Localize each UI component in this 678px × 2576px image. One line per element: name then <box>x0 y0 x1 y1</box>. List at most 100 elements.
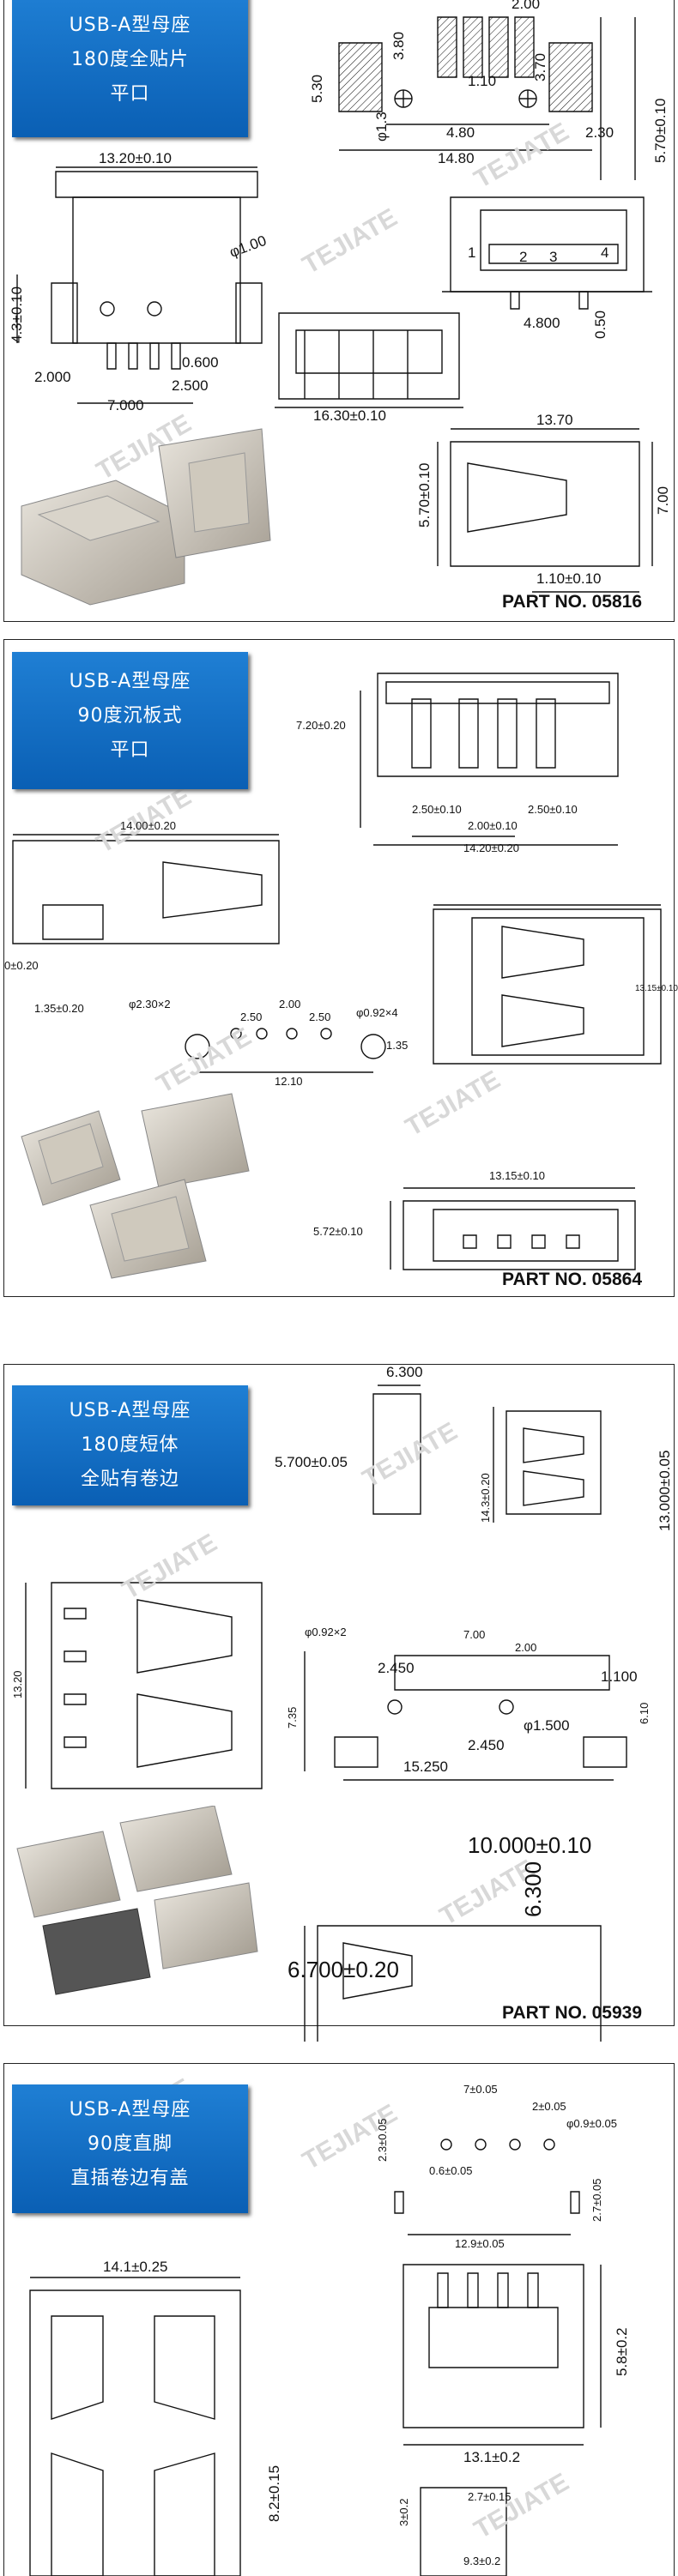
product-photo <box>9 1806 266 2003</box>
dim-label: 13.20±0.10 <box>99 150 172 166</box>
dim-label: 14.80 <box>438 150 475 166</box>
dim-label: 2.50±0.10 <box>412 803 462 816</box>
dim-label: 5.72±0.10 <box>313 1225 363 1238</box>
title-line-1: USB-A型母座 <box>69 671 191 692</box>
dim-label: 13.70 <box>536 412 573 428</box>
dim-label: 0.6±0.05 <box>429 2164 473 2177</box>
dim-label: 12.10 <box>275 1075 303 1088</box>
dim-label: 7.20±0.20 <box>296 719 346 732</box>
dim-label: 2.500 <box>172 377 209 394</box>
dims-05939: 6.300 5.700±0.05 14.3±0.20 13.000±0.05 1… <box>11 1364 673 1982</box>
dim-label: 2.00±0.10 <box>468 819 518 832</box>
dim-label: φ1.00 <box>227 232 269 261</box>
dim-label: 6.300 <box>386 1364 423 1380</box>
dim-label: 3.80 <box>390 32 407 60</box>
dim-label: 4.3±0.10 <box>9 287 25 343</box>
dim-label: 5.700±0.05 <box>275 1454 348 1470</box>
title-line-2: 90度直脚 <box>88 2133 173 2155</box>
dim-label: 7.00 <box>655 486 671 515</box>
dim-label: 1.10 <box>468 73 496 89</box>
dim-label: 7.35 <box>286 1707 299 1728</box>
dim-label: φ1.500 <box>524 1717 570 1734</box>
product-title-box: USB-A型母座 180度全贴片 平口 <box>12 0 248 137</box>
dim-label: 3.70 <box>532 53 548 81</box>
dim-label: 13.15±0.10 <box>635 984 678 993</box>
dims-05864: 7.20±0.20 2.50±0.10 2.50±0.10 2.00±0.10 … <box>4 719 678 1238</box>
dim-label: 0.50 <box>592 311 608 339</box>
dim-label: 2.50±0.10 <box>528 803 578 816</box>
product-photo <box>13 412 288 609</box>
dim-label: 7.00 <box>463 1628 485 1641</box>
panel-frame <box>3 0 675 622</box>
pin-number: 4 <box>601 244 608 261</box>
title-line-1: USB-A型母座 <box>69 2099 191 2121</box>
product-title-box: USB-A型母座 90度直脚 直插卷边有盖 <box>12 2084 248 2213</box>
panel-05864: TEJIATE TEJIATE TEJIATE 7.20±0.20 2.50±0… <box>0 630 678 1308</box>
part-number: PART NO. 05816 <box>502 592 643 612</box>
panel-frame <box>3 639 675 1297</box>
product-title-box: USB-A型母座 90度沉板式 平口 <box>12 652 248 789</box>
dim-label: 7±0.05 <box>463 2083 498 2096</box>
dim-label: φ1.3 <box>373 112 390 142</box>
dim-label: 5.70±0.10 <box>652 98 669 163</box>
dim-label: 2.000 <box>34 369 71 385</box>
dim-label: 6.700±0.20 <box>288 1957 399 1982</box>
dim-label: 14.3±0.20 <box>479 1473 492 1523</box>
dim-label: 4.80 <box>446 124 475 141</box>
dim-label: 14.1±0.25 <box>103 2259 168 2275</box>
title-line-3: 直插卷边有盖 <box>70 2168 190 2189</box>
dims-straight-pin: 7±0.05 2±0.05 2.3±0.05 φ0.9±0.05 0.6±0.0… <box>103 2083 630 2567</box>
drawing-05864: TEJIATE TEJIATE TEJIATE <box>0 630 678 1308</box>
title-line-1: USB-A型母座 <box>69 1400 191 1421</box>
dim-label: 2.7±0.15 <box>468 2490 512 2503</box>
dim-label: 1.10±0.10 <box>536 570 602 587</box>
dims-05816: 2.00 3.80 1.10 3.70 5.30 φ1.3 4.80 14.80… <box>9 0 671 587</box>
panel-05939: TEJIATE TEJIATE TEJIATE 6.300 5.700±0.05… <box>0 1325 678 2042</box>
dim-label: 2.3±0.05 <box>376 2118 389 2162</box>
dim-label: 0.600 <box>182 354 219 371</box>
dim-label: 4.800 <box>524 315 560 331</box>
dim-label: 1.35±0.20 <box>34 1002 84 1015</box>
dim-label: 2.30 <box>585 124 614 141</box>
title-line-2: 180度全贴片 <box>71 49 189 70</box>
panel-frame <box>3 1364 675 2026</box>
dim-label: 16.30±0.10 <box>313 407 386 424</box>
dim-label: 2±0.05 <box>532 2100 566 2113</box>
dim-label: 5.70±0.10 <box>416 462 433 528</box>
title-line-2: 180度短体 <box>81 1434 179 1456</box>
title-line-2: 90度沉板式 <box>77 705 183 727</box>
dim-label: 2.00 <box>512 0 540 12</box>
dim-label: 0±0.20 <box>4 959 39 972</box>
dim-label: 2.50 <box>240 1010 262 1023</box>
part-number: PART NO. 05939 <box>502 2003 643 2023</box>
dim-label: 5.8±0.2 <box>614 2327 630 2376</box>
panel-frame <box>3 2063 675 2576</box>
dim-label: 2.450 <box>378 1660 415 1676</box>
product-photo <box>13 1077 270 1282</box>
dim-label: 5.30 <box>309 75 325 103</box>
drawing-05939: TEJIATE TEJIATE TEJIATE <box>0 1325 678 2042</box>
dim-label: 12.9±0.05 <box>455 2237 505 2250</box>
dim-label: 13.15±0.10 <box>489 1169 545 1182</box>
dim-label: 8.2±0.15 <box>266 2465 282 2522</box>
pin-number: 2 <box>519 249 527 265</box>
panel-straight-pin: TEJIATE TEJIATE TEJIATE 7±0.05 2±0.05 2.… <box>0 2059 678 2576</box>
title-line-1: USB-A型母座 <box>69 15 191 36</box>
dim-label: 2.00 <box>515 1641 536 1654</box>
title-line-3: 平口 <box>110 739 150 761</box>
title-line-3: 平口 <box>110 83 150 105</box>
dim-label: φ0.9±0.05 <box>566 2117 617 2130</box>
dim-label: 13.000±0.05 <box>657 1451 673 1531</box>
part-number: PART NO. 05864 <box>502 1270 643 1289</box>
panel-05816: TEJIATE TEJIATE TEJIATE 2.00 3.80 1.10 3… <box>0 0 678 626</box>
dim-label: 1.35 <box>386 1039 408 1052</box>
pin-number: 3 <box>549 249 557 265</box>
dim-label: 9.3±0.2 <box>463 2555 500 2567</box>
dim-label: 2.450 <box>468 1737 505 1753</box>
dim-label: 6.10 <box>638 1703 651 1724</box>
dim-label: 10.000±0.10 <box>468 1832 591 1858</box>
dim-label: φ0.92×4 <box>356 1006 398 1019</box>
dim-label: 14.00±0.20 <box>120 819 176 832</box>
title-line-3: 全贴有卷边 <box>80 1469 179 1490</box>
dim-label: 2.50 <box>309 1010 330 1023</box>
